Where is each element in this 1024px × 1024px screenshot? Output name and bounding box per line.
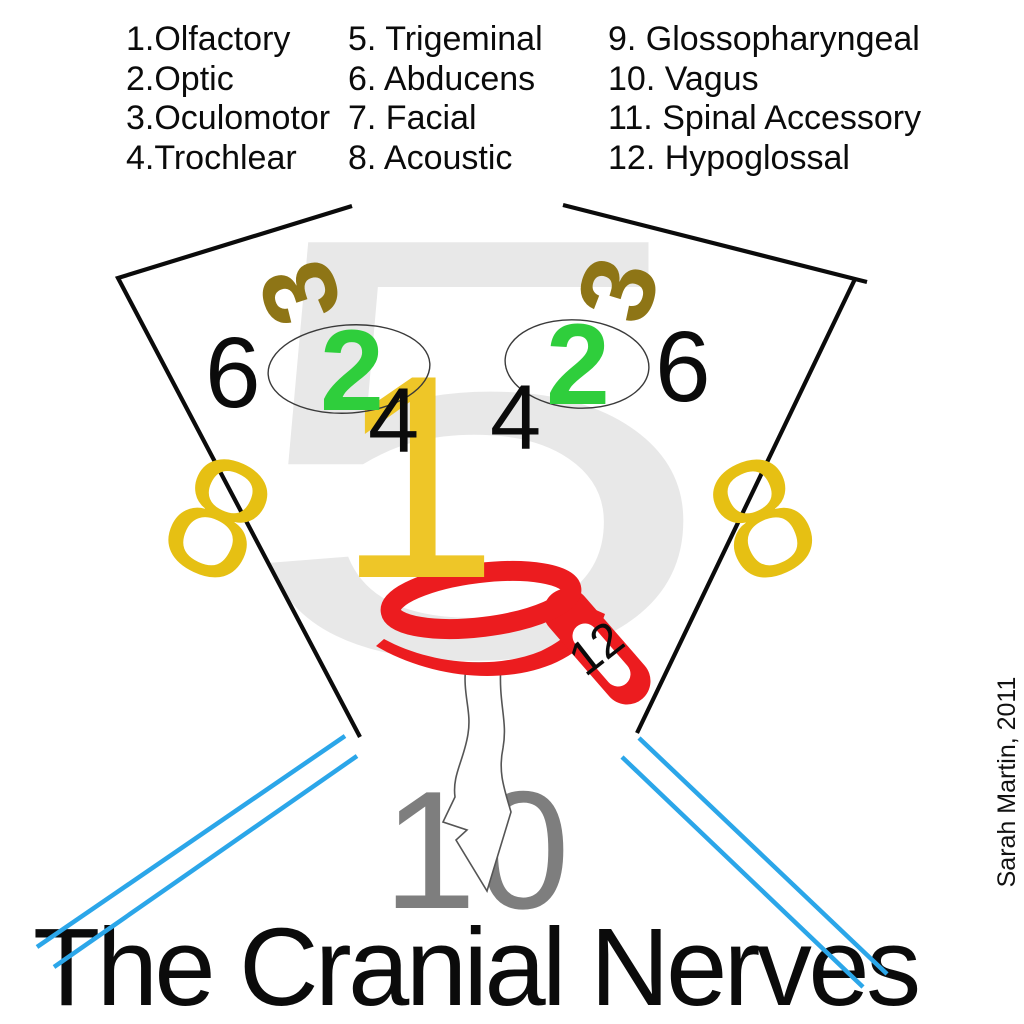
numeral-12-hypoglossal-tongue-label: 12 <box>560 612 635 687</box>
numeral-1-olfactory-nose-icon: 1 <box>337 315 498 639</box>
legend-item-vagus: 10. Vagus <box>608 59 759 98</box>
numeral-9-tail-tongue-outer-icon <box>543 588 651 705</box>
legend-item-trochlear: 4.Trochlear <box>126 138 297 177</box>
legend-item-trigeminal: 5. Trigeminal <box>348 20 543 58</box>
numeral-5-trigeminal-face-icon: 5 <box>236 112 720 782</box>
numeral-9-mouth-ring-icon <box>380 560 582 640</box>
numeral-6-abducens-right-label: 6 <box>655 311 711 423</box>
legend-item-spinal-accessory: 11. Spinal Accessory <box>608 99 922 137</box>
numeral-8-acoustic-ear-right-icon: 8 <box>680 413 844 623</box>
numeral-6-abducens-left-label: 6 <box>205 317 261 429</box>
eye-outline-left-icon <box>267 324 431 414</box>
numeral-7-facial-outline-left-icon <box>114 203 362 738</box>
legend-column-3: 9. Glossopharyngeal 10. Vagus 11. Spinal… <box>608 20 921 178</box>
numeral-3-oculomotor-brow-right-icon: 3 <box>554 245 683 335</box>
numeral-4-trochlear-right-label: 4 <box>490 367 541 469</box>
legend-item-abducens: 6. Abducens <box>348 59 536 98</box>
eye-outline-right-icon <box>504 319 650 409</box>
vagus-wiggle-ribbon-icon <box>441 662 512 893</box>
numeral-8-acoustic-ear-left-icon: 8 <box>137 413 301 623</box>
legend-item-facial: 7. Facial <box>348 99 477 137</box>
author-credit: Sarah Martin, 2011 <box>993 676 1021 888</box>
numeral-7-facial-outline-right-icon <box>562 202 868 734</box>
page-title: The Cranial Nerves <box>33 906 921 1024</box>
numeral-4-trochlear-left-label: 4 <box>368 370 419 472</box>
numeral-9-tail-tongue-inner-icon <box>572 623 631 687</box>
legend-item-optic: 2.Optic <box>126 59 234 98</box>
numeral-2-optic-eye-left-label: 2 <box>320 307 384 435</box>
legend-column-2: 5. Trigeminal 6. Abducens 7. Facial 8. A… <box>348 20 543 178</box>
legend-column-1: 1.Olfactory 2.Optic 3.Oculomotor 4.Troch… <box>126 20 330 178</box>
legend-item-oculomotor: 3.Oculomotor <box>126 99 331 137</box>
legend-item-glossopharyngeal: 9. Glossopharyngeal <box>608 20 920 58</box>
numeral-2-optic-eye-right-label: 2 <box>546 301 610 429</box>
legend-item-acoustic: 8. Acoustic <box>348 138 513 177</box>
numeral-3-oculomotor-brow-left-icon: 3 <box>236 247 365 339</box>
legend-item-hypoglossal: 12. Hypoglossal <box>608 138 850 177</box>
legend-item-olfactory: 1.Olfactory <box>126 20 291 58</box>
numeral-9-mouth-lower-lip-icon <box>376 606 605 676</box>
